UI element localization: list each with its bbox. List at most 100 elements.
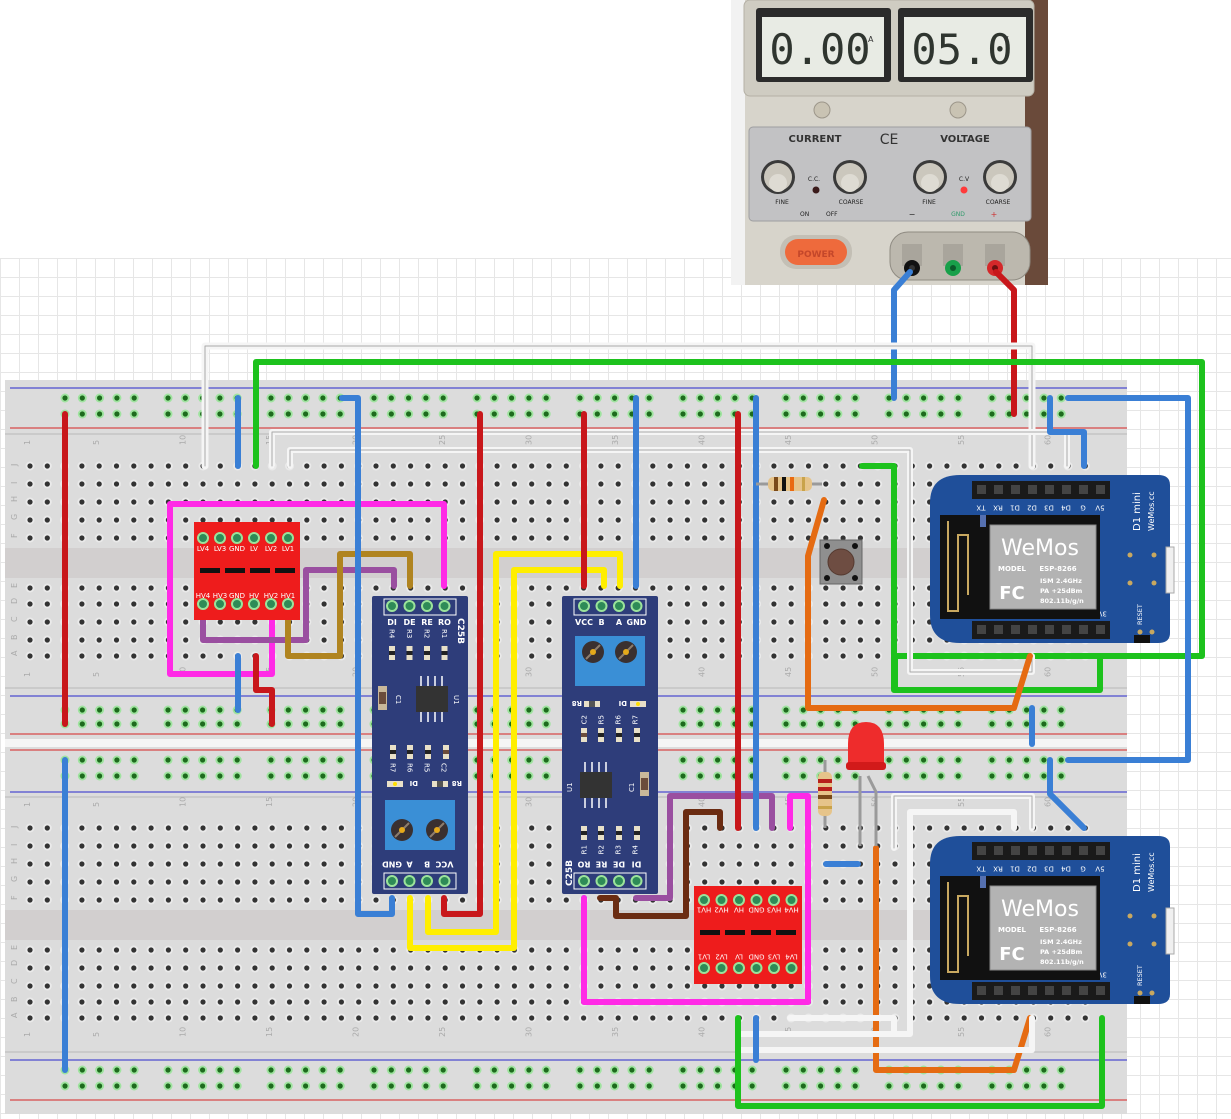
breadboard-hole[interactable]	[165, 999, 171, 1005]
rail-hole[interactable]	[680, 395, 686, 401]
breadboard-hole[interactable]	[113, 585, 120, 591]
rail-hole[interactable]	[491, 1083, 497, 1089]
breadboard-hole[interactable]	[563, 481, 569, 487]
rail-hole[interactable]	[97, 757, 103, 763]
breadboard-hole[interactable]	[269, 879, 275, 885]
breadboard-hole[interactable]	[96, 999, 102, 1005]
breadboard-hole[interactable]	[719, 879, 725, 885]
breadboard-hole[interactable]	[338, 535, 344, 541]
rail-hole[interactable]	[337, 1083, 343, 1089]
breadboard-hole[interactable]	[44, 999, 50, 1005]
wemos-pin[interactable]	[994, 846, 1003, 855]
breadboard-hole[interactable]	[684, 947, 691, 953]
rail-hole[interactable]	[268, 773, 274, 779]
breadboard-hole[interactable]	[563, 897, 569, 903]
rail-hole[interactable]	[594, 1067, 600, 1073]
rail-hole[interactable]	[131, 1067, 137, 1073]
breadboard-hole[interactable]	[598, 463, 604, 469]
breadboard-hole[interactable]	[96, 843, 102, 849]
breadboard-hole[interactable]	[286, 897, 293, 903]
rail-hole[interactable]	[217, 395, 223, 401]
breadboard-hole[interactable]	[183, 947, 189, 953]
breadboard-hole[interactable]	[978, 463, 985, 469]
breadboard-hole[interactable]	[269, 947, 275, 953]
breadboard-hole[interactable]	[113, 983, 120, 989]
breadboard-hole[interactable]	[667, 983, 673, 989]
wemos-pin[interactable]	[1045, 485, 1054, 494]
breadboard-hole[interactable]	[113, 861, 120, 867]
breadboard-hole[interactable]	[632, 947, 639, 953]
breadboard-hole[interactable]	[113, 517, 120, 523]
breadboard-hole[interactable]	[857, 965, 864, 971]
breadboard-hole[interactable]	[823, 619, 829, 625]
breadboard-hole[interactable]	[736, 861, 742, 867]
breadboard-hole[interactable]	[1013, 463, 1019, 469]
breadboard-hole[interactable]	[529, 843, 535, 849]
breadboard-hole[interactable]	[702, 499, 708, 505]
rail-hole[interactable]	[955, 1083, 961, 1089]
breadboard-hole[interactable]	[771, 517, 777, 523]
breadboard-hole[interactable]	[719, 983, 725, 989]
breadboard-hole[interactable]	[183, 535, 189, 541]
breadboard-hole[interactable]	[269, 517, 275, 523]
rail-hole[interactable]	[921, 1083, 927, 1089]
rail-hole[interactable]	[680, 707, 686, 713]
breadboard-hole[interactable]	[338, 517, 344, 523]
breadboard-hole[interactable]	[598, 481, 604, 487]
breadboard-hole[interactable]	[321, 463, 327, 469]
breadboard-hole[interactable]	[442, 983, 448, 989]
rail-hole[interactable]	[818, 757, 824, 763]
header-pin[interactable]	[630, 875, 643, 887]
rail-hole[interactable]	[543, 757, 549, 763]
breadboard-hole[interactable]	[615, 947, 621, 953]
breadboard-hole[interactable]	[875, 619, 881, 625]
breadboard-hole[interactable]	[840, 481, 846, 487]
rail-hole[interactable]	[852, 773, 858, 779]
breadboard-hole[interactable]	[805, 463, 812, 469]
rail-hole[interactable]	[234, 1067, 240, 1073]
wire-green-bottom[interactable]	[735, 1015, 1105, 1109]
wemos-pin[interactable]	[977, 485, 986, 494]
breadboard-hole[interactable]	[44, 843, 50, 849]
breadboard-hole[interactable]	[788, 637, 794, 643]
breadboard-hole[interactable]	[200, 947, 206, 953]
header-pin[interactable]	[595, 600, 608, 612]
breadboard-hole[interactable]	[494, 463, 500, 469]
rail-hole[interactable]	[1041, 395, 1047, 401]
breadboard-hole[interactable]	[667, 637, 673, 643]
rail-hole[interactable]	[955, 757, 961, 763]
rail-hole[interactable]	[423, 395, 429, 401]
rail-hole[interactable]	[97, 721, 103, 727]
rail-hole[interactable]	[1006, 757, 1012, 763]
breadboard-hole[interactable]	[684, 653, 691, 659]
breadboard-hole[interactable]	[632, 1015, 639, 1021]
breadboard-hole[interactable]	[356, 965, 362, 971]
breadboard-hole[interactable]	[148, 1015, 154, 1021]
breadboard-hole[interactable]	[857, 517, 864, 523]
breadboard-hole[interactable]	[27, 999, 33, 1005]
rail-hole[interactable]	[526, 707, 532, 713]
breadboard-hole[interactable]	[235, 517, 241, 523]
breadboard-hole[interactable]	[96, 535, 102, 541]
rail-hole[interactable]	[97, 411, 103, 417]
breadboard-hole[interactable]	[702, 463, 708, 469]
breadboard-hole[interactable]	[131, 965, 137, 971]
breadboard-hole[interactable]	[356, 1015, 362, 1021]
breadboard-hole[interactable]	[27, 653, 33, 659]
rail-hole[interactable]	[680, 757, 686, 763]
rail-hole[interactable]	[1041, 773, 1047, 779]
breadboard-hole[interactable]	[27, 499, 33, 505]
breadboard-hole[interactable]	[875, 601, 881, 607]
breadboard-hole[interactable]	[840, 999, 846, 1005]
breadboard-hole[interactable]	[563, 1015, 569, 1021]
wemos-pin[interactable]	[994, 485, 1003, 494]
rail-hole[interactable]	[337, 1067, 343, 1073]
breadboard-hole[interactable]	[286, 843, 293, 849]
breadboard-hole[interactable]	[200, 897, 206, 903]
rail-hole[interactable]	[79, 1067, 85, 1073]
rail-hole[interactable]	[79, 411, 85, 417]
breadboard-hole[interactable]	[217, 947, 223, 953]
wemos-pin[interactable]	[1011, 986, 1020, 995]
breadboard-hole[interactable]	[113, 825, 120, 831]
breadboard-hole[interactable]	[165, 965, 171, 971]
